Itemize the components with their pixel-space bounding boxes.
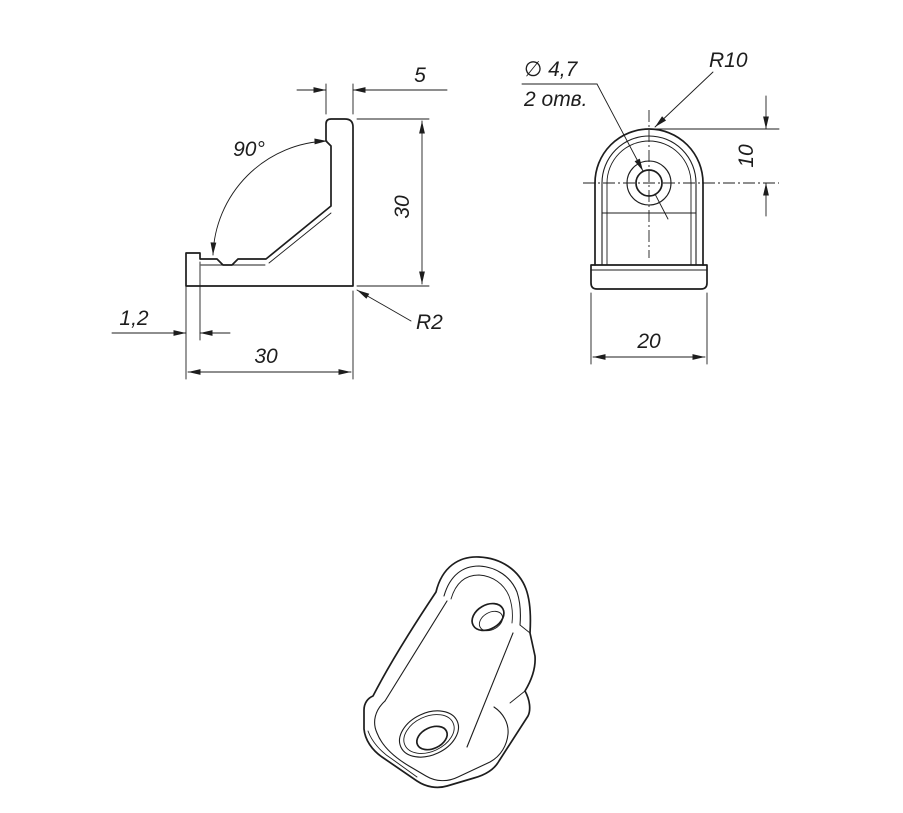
- iso-base-rim: [374, 700, 509, 782]
- dim-label-height: 30: [391, 195, 414, 219]
- iso-wall-side-edge: [509, 690, 526, 704]
- dim-label-hole-count: 2 отв.: [523, 88, 587, 111]
- iso-lobe-inner-arc: [443, 565, 521, 626]
- front-base-flange: [590, 264, 708, 290]
- dim-label-hole-center-offset: 10: [735, 144, 758, 168]
- dim-label-top-thickness: 5: [414, 64, 426, 87]
- dim-label-hole-diameter: ∅ 4,7: [524, 58, 579, 81]
- leader-line: [654, 71, 714, 128]
- dim-label-length: 30: [254, 345, 278, 368]
- dim-label-angle: 90°: [233, 138, 265, 161]
- side-part-outline: [185, 118, 354, 287]
- iso-base-counterbore-inner: [403, 714, 455, 754]
- leader-line: [596, 83, 644, 172]
- dim-label-fillet-radius: R2: [416, 311, 443, 334]
- dim-label-outer-radius: R10: [709, 49, 748, 72]
- iso-web-right-edge: [466, 632, 514, 748]
- side-view: 5 30 30 1,2 90° R2: [111, 64, 448, 380]
- iso-upper-hole: [471, 602, 505, 632]
- dim-label-width: 20: [636, 330, 661, 353]
- dim-label-lip-thickness: 1,2: [119, 307, 149, 330]
- iso-base-counterbore: [398, 710, 460, 758]
- iso-upper-hole-bore: [478, 610, 504, 632]
- leader-line: [356, 289, 412, 322]
- iso-base-thickness-edge: [367, 730, 418, 778]
- iso-web-left-edge: [384, 600, 448, 702]
- leader-line-extension: [654, 193, 669, 220]
- iso-base-hole: [415, 725, 449, 751]
- iso-wall-top-edge: [519, 624, 531, 634]
- front-view: ∅ 4,7 2 отв. R10 10 20: [521, 49, 780, 365]
- front-outer-arc: [594, 128, 704, 184]
- iso-lobe-rib-arc: [450, 574, 513, 624]
- angle-dimension-arc: [210, 138, 328, 256]
- side-web-edge-line: [268, 212, 332, 264]
- iso-silhouette: [363, 556, 536, 789]
- isometric-view: [363, 556, 536, 789]
